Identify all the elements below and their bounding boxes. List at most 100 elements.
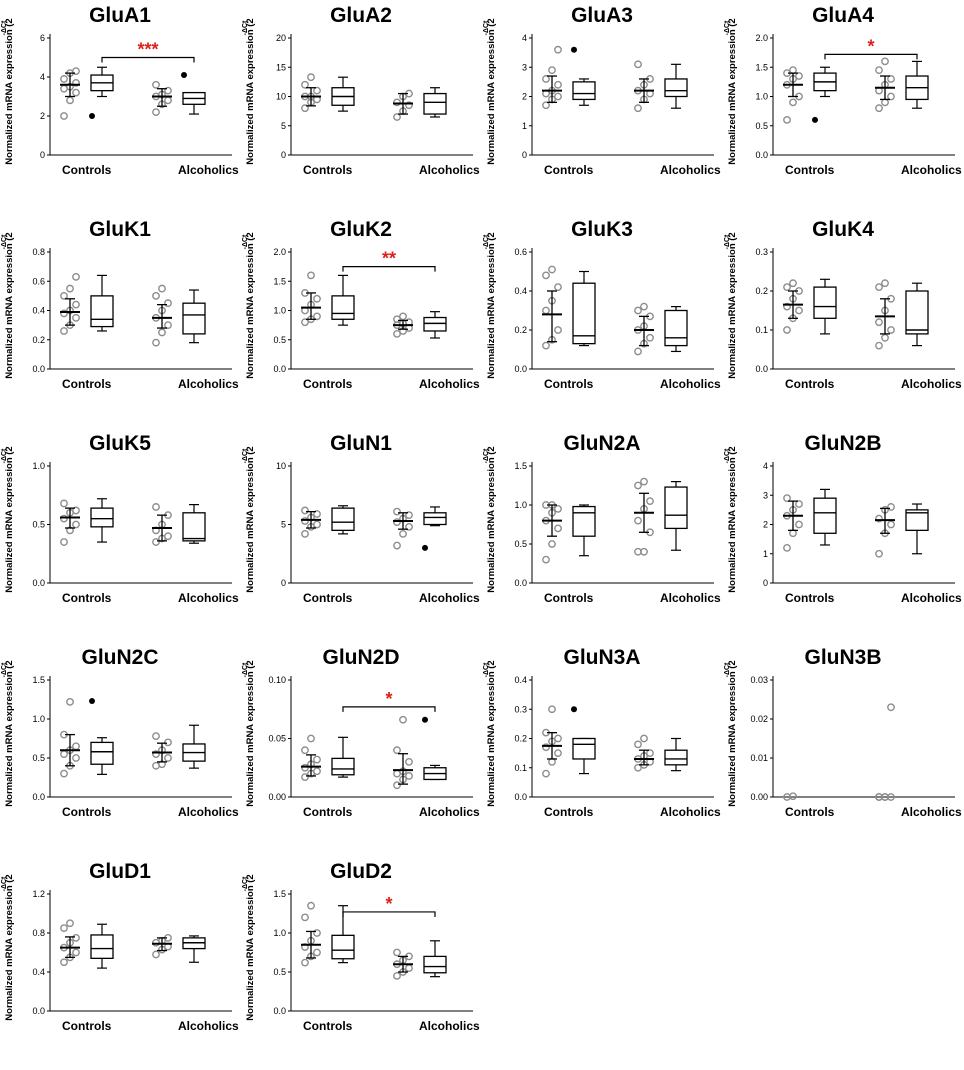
alcoholics-data-point (881, 279, 889, 288)
y-axis-label: Normalized mRNA expression (2 (486, 660, 497, 806)
y-axis-label: Normalized mRNA expression (2 (245, 232, 256, 378)
controls-data-point (542, 75, 550, 83)
y-tick-label: 0.0 (32, 1006, 45, 1016)
controls-data-point (301, 318, 309, 327)
alcoholics-data-point (887, 326, 895, 334)
alcoholics-data-point (875, 66, 883, 75)
alcoholics-data-point (405, 772, 413, 780)
y-tick-label: 0.0 (514, 578, 527, 588)
alcoholics-data-point (152, 108, 160, 117)
y-axis-label-superscript: -ΔCt (483, 234, 490, 249)
y-axis-label-superscript: -ΔCt (242, 876, 249, 891)
chart-title: GluA4 (812, 4, 874, 27)
y-tick-label: 1.0 (273, 306, 286, 316)
y-tick-label: 0 (40, 150, 45, 160)
y-tick-label: 6 (40, 33, 45, 43)
alcoholics-data-point (393, 113, 401, 121)
y-tick-label: 0.0 (32, 578, 45, 588)
controls-data-point (307, 271, 315, 280)
controls-data-point (313, 929, 321, 937)
controls-data-point (301, 80, 309, 89)
controls-data-point (72, 933, 80, 942)
controls-data-point (542, 306, 550, 315)
y-axis-label-superscript: -ΔCt (724, 20, 731, 35)
alcoholics-data-point (393, 781, 401, 790)
y-tick-label: 0.4 (514, 286, 527, 296)
controls-data-point (60, 750, 68, 759)
x-group-label: Controls (303, 805, 353, 819)
y-tick-label: 0.5 (755, 121, 768, 131)
controls-data-point (554, 45, 562, 54)
x-group-label: Controls (785, 591, 835, 605)
controls-data-point (66, 284, 74, 293)
y-axis-label: Normalized mRNA expression (2 (727, 232, 738, 378)
alcoholics-outlier-point (181, 72, 187, 79)
y-axis-label-superscript: -ΔCt (483, 662, 490, 677)
controls-box (331, 507, 355, 532)
controls-data-point (554, 524, 562, 533)
controls-data-point (313, 510, 321, 518)
y-axis-label-superscript: -ΔCt (724, 448, 731, 463)
alcoholics-data-point (158, 328, 166, 337)
alcoholics-data-point (881, 333, 889, 342)
controls-box (331, 295, 355, 320)
chart-title: GluN1 (330, 432, 392, 455)
controls-outlier-point (89, 698, 95, 705)
alcoholics-box (423, 512, 447, 526)
x-group-label: Controls (544, 805, 594, 819)
alcoholics-data-point (393, 98, 401, 107)
y-tick-label: 0.1 (755, 325, 768, 335)
alcoholics-data-point (887, 92, 895, 101)
alcoholics-data-point (875, 341, 883, 350)
y-axis-label: Normalized mRNA expression (2 (727, 660, 738, 806)
y-tick-label: 0.03 (750, 675, 768, 685)
y-tick-label: 15 (276, 62, 286, 72)
y-tick-label: 1 (522, 121, 527, 131)
x-group-label: Controls (785, 163, 835, 177)
chart-title: GluN3B (804, 646, 881, 669)
x-group-label: Controls (303, 163, 353, 177)
controls-data-point (789, 529, 797, 538)
controls-data-point (542, 271, 550, 280)
controls-data-point (542, 555, 550, 564)
chart-title: GluN2C (81, 646, 158, 669)
controls-data-point (66, 697, 74, 706)
controls-box (331, 934, 355, 960)
chart-title: GluA2 (330, 4, 392, 27)
chart-title: GluD1 (89, 860, 151, 883)
y-tick-label: 0.2 (755, 286, 768, 296)
y-tick-label: 0.8 (32, 247, 45, 257)
alcoholics-data-point (881, 793, 889, 801)
alcoholics-box (905, 509, 929, 532)
x-group-label: Alcoholics (419, 805, 480, 819)
chart-title: GluN3A (563, 646, 640, 669)
significance-bracket (101, 56, 195, 63)
alcoholics-outlier-point (422, 716, 428, 723)
y-tick-label: 1.5 (273, 889, 286, 899)
alcoholics-box (664, 78, 688, 98)
chart-title: GluK2 (330, 218, 392, 241)
x-group-label: Controls (544, 163, 594, 177)
y-tick-label: 0.1 (514, 763, 527, 773)
y-tick-label: 1.5 (514, 461, 527, 471)
y-axis-label-superscript: -ΔCt (242, 662, 249, 677)
significance-bracket (342, 706, 436, 712)
controls-data-point (72, 67, 80, 76)
controls-data-point (60, 499, 68, 508)
alcoholics-data-point (164, 738, 172, 747)
controls-data-point (60, 327, 68, 335)
chart-title: GluA3 (571, 4, 633, 27)
alcoholics-data-point (164, 86, 172, 95)
